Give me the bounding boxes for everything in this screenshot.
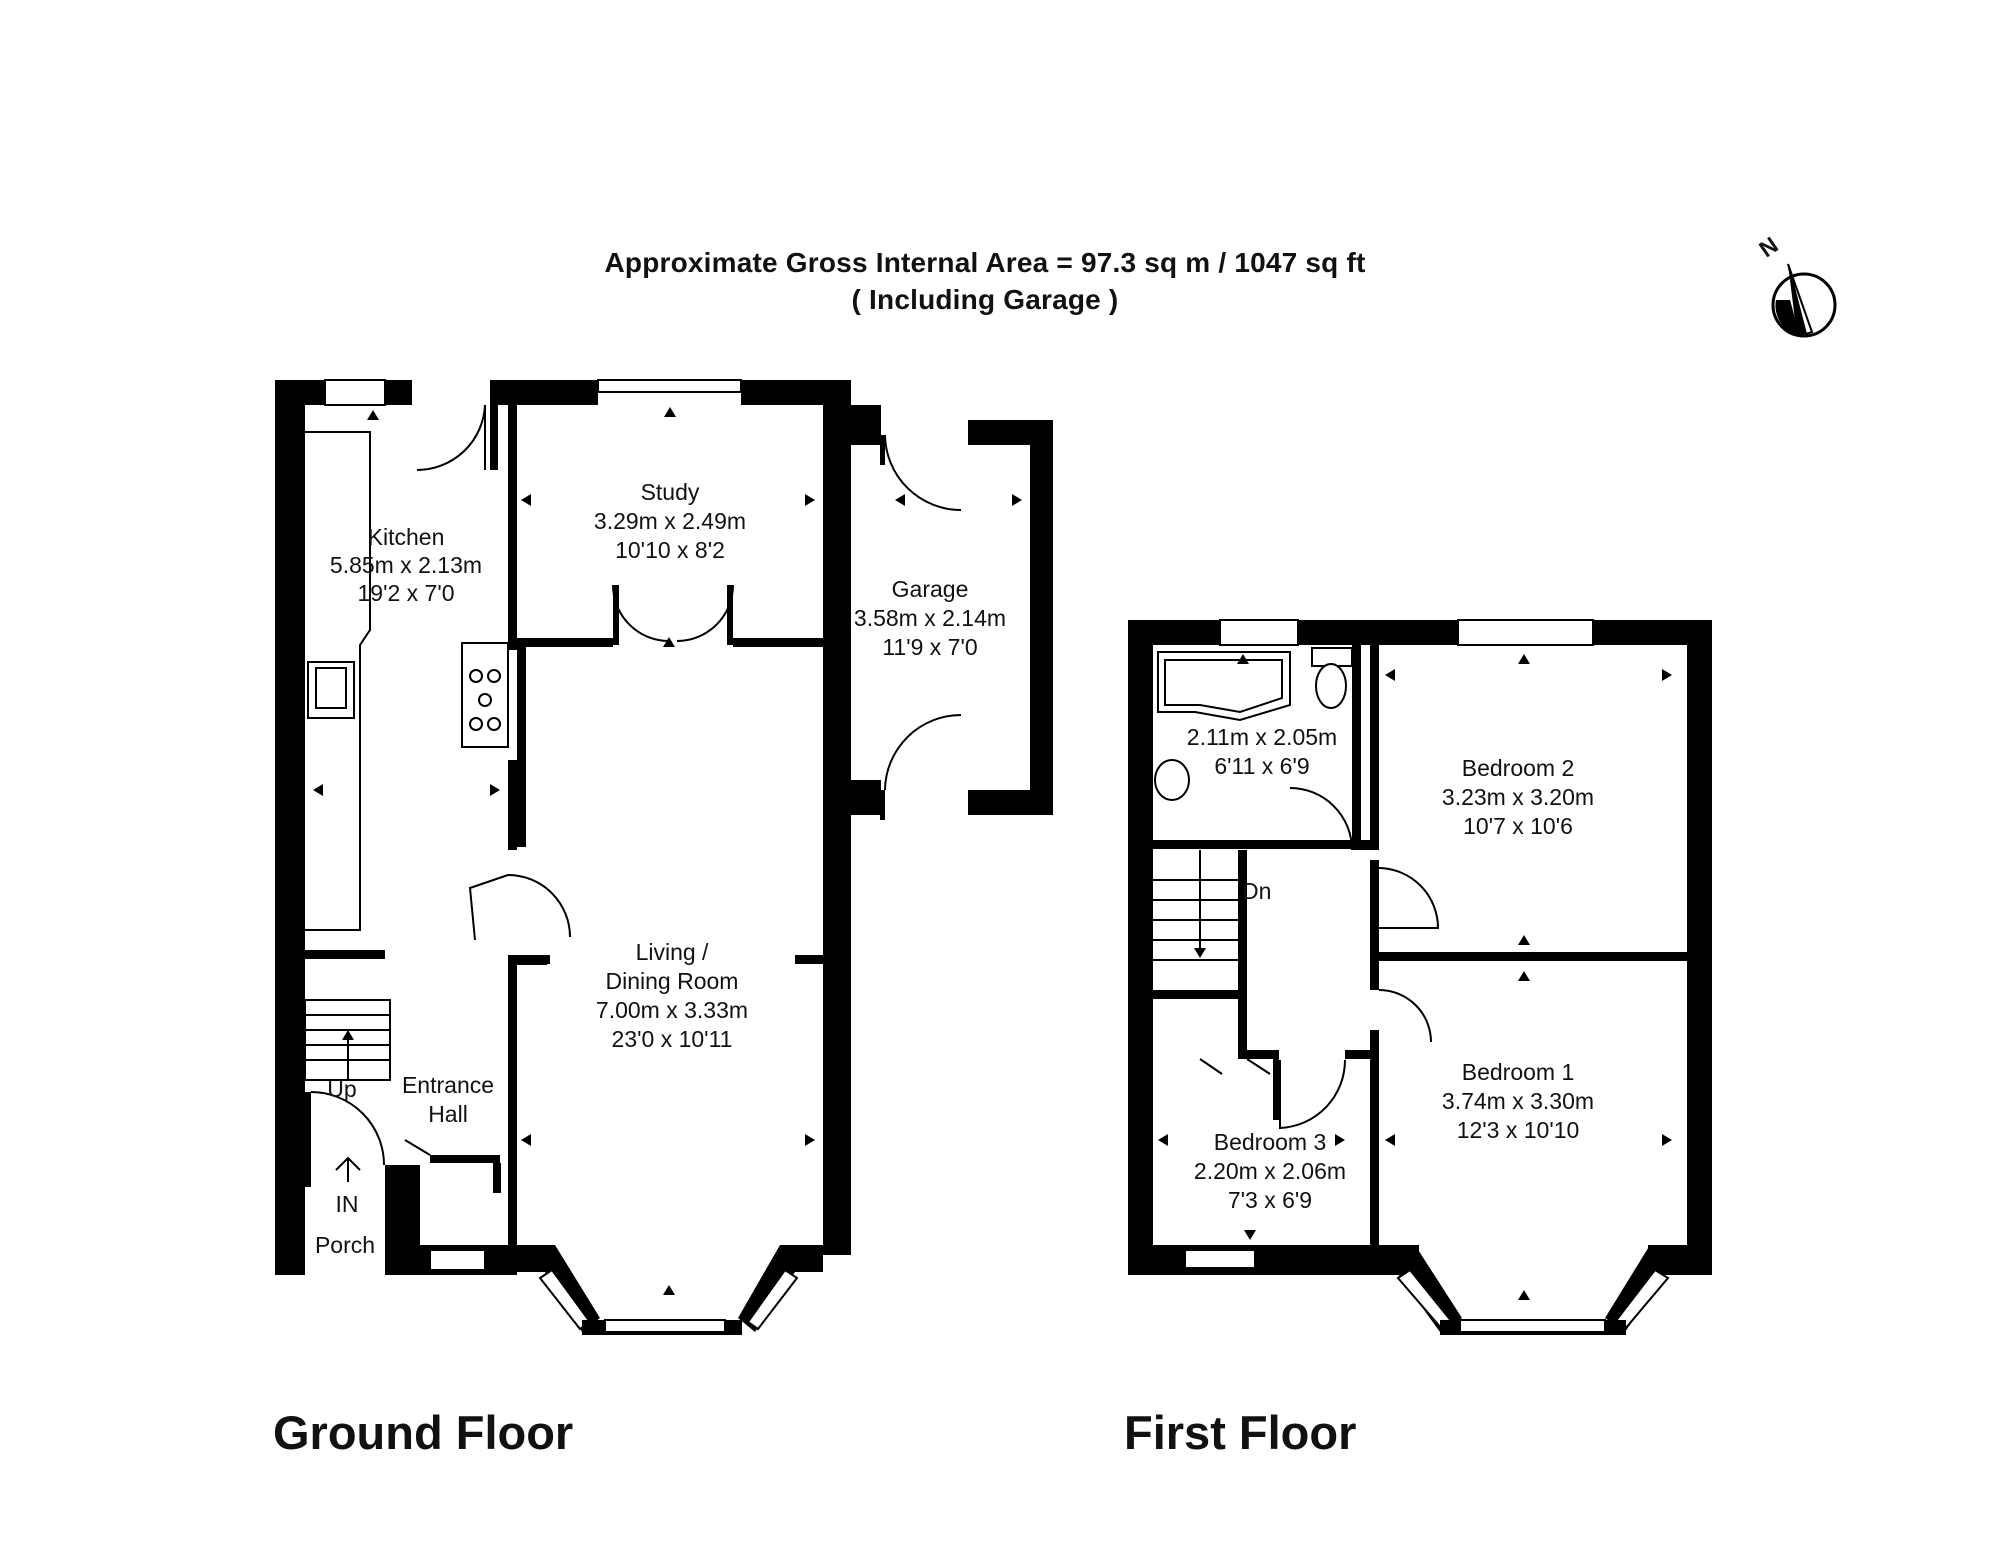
bedroom2-metric: 3.23m x 3.20m <box>1442 784 1594 810</box>
entry-label: IN <box>336 1191 359 1217</box>
garage-metric: 3.58m x 2.14m <box>854 605 1006 631</box>
ground-stair-label: Up <box>327 1076 356 1102</box>
gross-area-heading: Approximate Gross Internal Area = 97.3 s… <box>604 247 1366 278</box>
bathroom-imperial: 6'11 x 6'9 <box>1214 753 1309 779</box>
compass-letter: N <box>1754 231 1783 262</box>
living-name-2: Dining Room <box>606 968 739 994</box>
living-imperial: 23'0 x 10'11 <box>612 1026 733 1052</box>
bedroom1-metric: 3.74m x 3.30m <box>1442 1088 1594 1114</box>
garage-imperial: 11'9 x 7'0 <box>882 634 977 660</box>
living-name: Living / <box>636 939 709 965</box>
hall-name-2: Hall <box>428 1101 468 1127</box>
kitchen-metric: 5.85m x 2.13m <box>330 552 482 578</box>
north-arrow-icon: N <box>1754 231 1837 338</box>
bedroom3-name: Bedroom 3 <box>1214 1129 1327 1155</box>
ground-floor-plan <box>275 379 1053 1335</box>
bedroom1-name: Bedroom 1 <box>1462 1059 1575 1085</box>
bedroom3-imperial: 7'3 x 6'9 <box>1228 1187 1312 1213</box>
dimension-markers <box>313 407 1672 1300</box>
bedroom1-imperial: 12'3 x 10'10 <box>1457 1117 1580 1143</box>
first-stair-label: Dn <box>1242 878 1271 904</box>
bathroom-metric: 2.11m x 2.05m <box>1187 724 1337 750</box>
study-name: Study <box>641 479 700 505</box>
bedroom3-metric: 2.20m x 2.06m <box>1194 1158 1346 1184</box>
first-floor-title: First Floor <box>1124 1406 1357 1459</box>
first-floor-plan <box>1128 619 1712 1335</box>
study-metric: 3.29m x 2.49m <box>594 508 746 534</box>
living-metric: 7.00m x 3.33m <box>596 997 748 1023</box>
ground-floor-title: Ground Floor <box>273 1406 574 1459</box>
garage-name: Garage <box>892 576 969 602</box>
hall-name: Entrance <box>402 1072 494 1098</box>
porch-name: Porch <box>315 1232 375 1258</box>
kitchen-name: Kitchen <box>368 524 445 550</box>
garage-note: ( Including Garage ) <box>851 284 1119 315</box>
bedroom2-imperial: 10'7 x 10'6 <box>1463 813 1573 839</box>
study-imperial: 10'10 x 8'2 <box>615 537 725 563</box>
bedroom2-name: Bedroom 2 <box>1462 755 1575 781</box>
kitchen-imperial: 19'2 x 7'0 <box>357 580 454 606</box>
